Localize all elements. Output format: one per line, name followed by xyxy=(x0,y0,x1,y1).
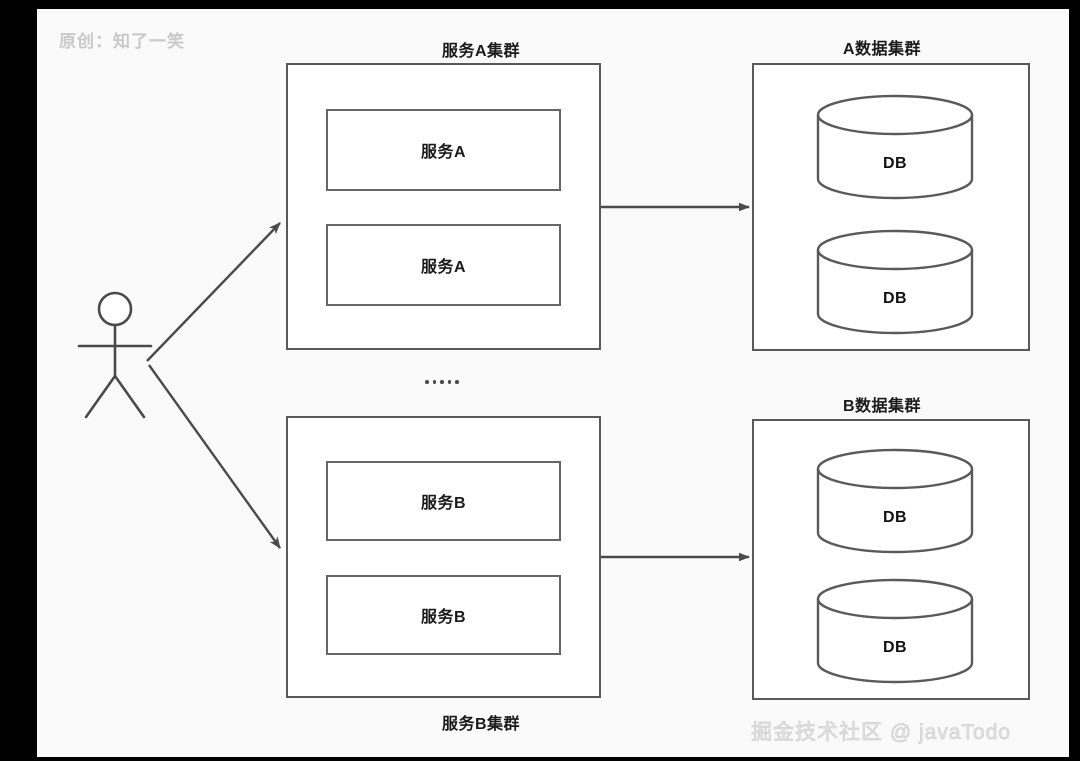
database-b-2[interactable]: DB xyxy=(815,577,975,687)
service-node-a-1[interactable]: 服务A xyxy=(326,109,561,191)
database-b-2-label: DB xyxy=(882,639,908,656)
database-b-1[interactable]: DB xyxy=(815,447,975,557)
service-cluster-a-box[interactable]: 服务A 服务A xyxy=(286,63,601,350)
service-node-a-2-label: 服务A xyxy=(420,259,467,276)
watermark-bottom-right: 掘金技术社区 @ javaTodo xyxy=(751,721,1012,745)
watermark-top-left: 原创：知了一笑 xyxy=(59,32,185,51)
arrow-actor-to-service-b xyxy=(148,364,281,549)
service-node-a-1-label: 服务A xyxy=(420,144,467,161)
database-a-1-label: DB xyxy=(882,155,908,172)
service-node-b-2-label: 服务B xyxy=(420,609,467,626)
service-node-b-1-label: 服务B xyxy=(420,495,467,512)
database-a-2-label: DB xyxy=(882,290,908,307)
database-a-1[interactable]: DB xyxy=(815,93,975,203)
data-cluster-b-title: B数据集群 xyxy=(842,398,922,415)
service-cluster-b-box[interactable]: 服务B 服务B xyxy=(286,416,601,698)
database-a-2[interactable]: DB xyxy=(815,228,975,338)
diagram-canvas: 原创：知了一笑 服务A集群 A数据集群 B数据集群 服务B集群 服务A 服务A … xyxy=(37,9,1069,757)
database-b-1-label: DB xyxy=(882,509,908,526)
data-cluster-b-box[interactable]: DB DB xyxy=(752,419,1030,700)
service-cluster-b-title: 服务B集群 xyxy=(441,716,521,733)
service-node-b-1[interactable]: 服务B xyxy=(326,461,561,541)
user-actor-icon xyxy=(77,291,153,419)
arrow-actor-to-service-a xyxy=(146,222,281,362)
service-node-a-2[interactable]: 服务A xyxy=(326,224,561,306)
data-cluster-a-box[interactable]: DB DB xyxy=(752,63,1030,351)
ellipsis-marker xyxy=(425,380,459,384)
data-cluster-a-title: A数据集群 xyxy=(842,41,922,58)
service-cluster-a-title: 服务A集群 xyxy=(441,43,521,60)
service-node-b-2[interactable]: 服务B xyxy=(326,575,561,655)
